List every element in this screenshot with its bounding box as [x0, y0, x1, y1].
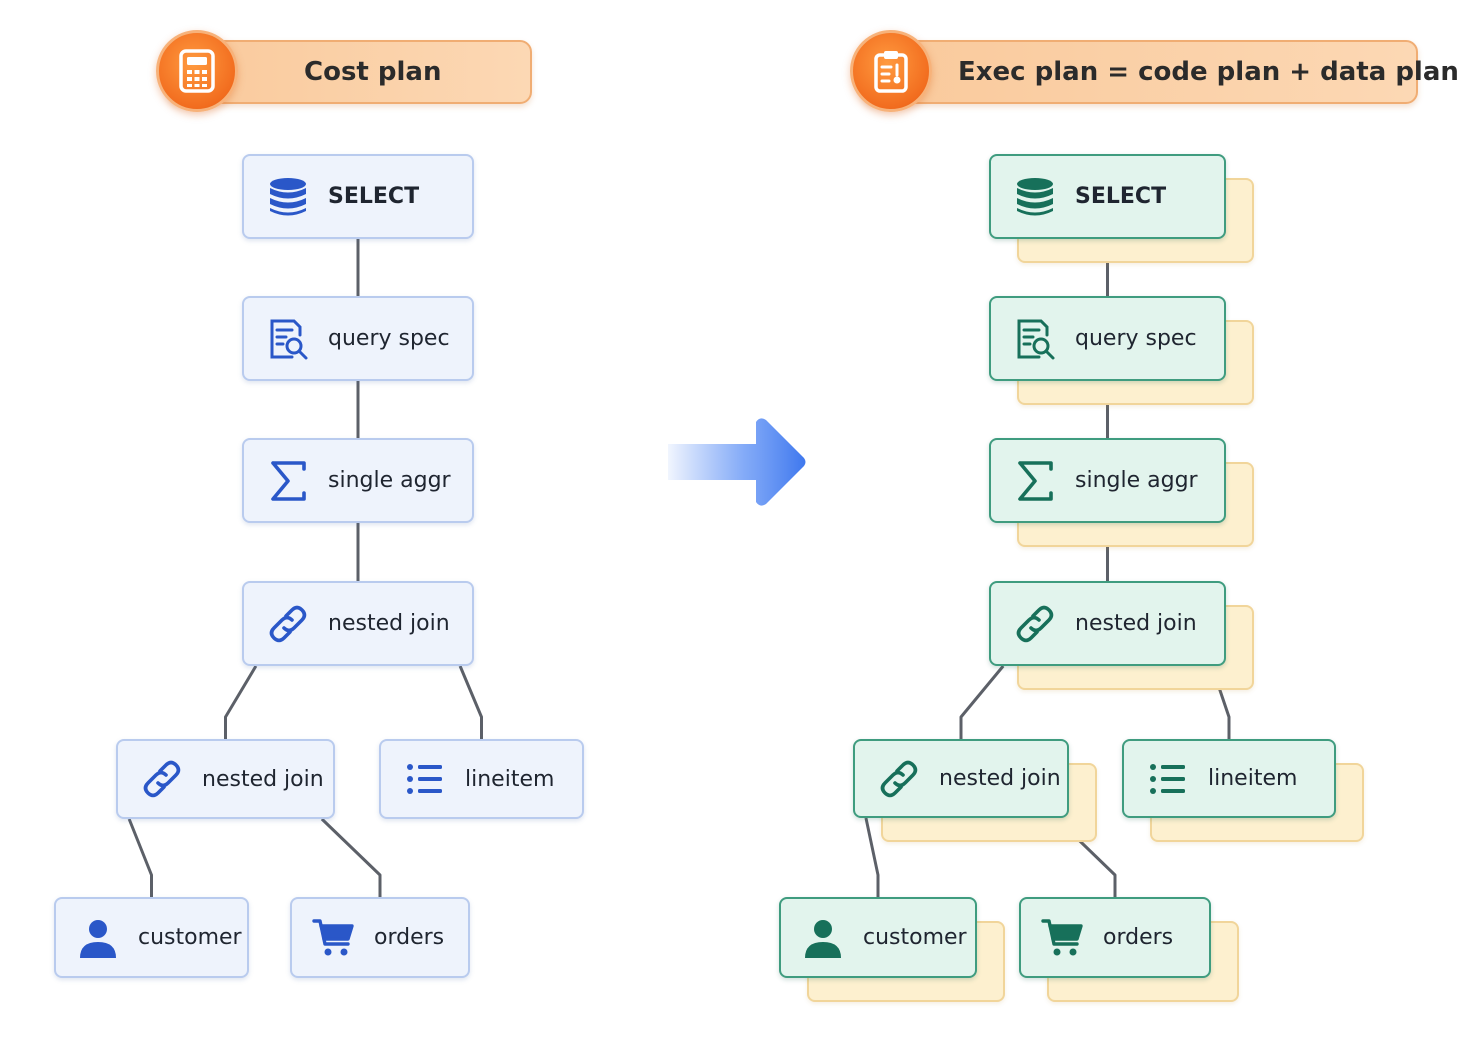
- right-node-query-spec[interactable]: query spec: [989, 296, 1226, 381]
- left-node-label: customer: [138, 925, 242, 950]
- user-icon: [801, 916, 845, 960]
- left-edge-nested-join-top-to-lineitem: [458, 665, 483, 739]
- list-icon: [403, 757, 447, 801]
- left-node-single-aggr[interactable]: single aggr: [242, 438, 474, 523]
- right-node-label: lineitem: [1208, 766, 1298, 791]
- right-node-lineitem[interactable]: lineitem: [1122, 739, 1336, 818]
- cost-plan-title: Cost plan: [304, 57, 442, 87]
- right-node-customer[interactable]: customer: [779, 897, 977, 978]
- link-icon: [140, 757, 184, 801]
- left-node-label: nested join: [202, 766, 324, 792]
- document-search-icon: [1013, 317, 1057, 361]
- link-icon: [266, 602, 310, 646]
- left-node-label: query spec: [328, 326, 450, 351]
- cart-icon: [1041, 916, 1085, 960]
- right-node-single-aggr[interactable]: single aggr: [989, 438, 1226, 523]
- calculator-icon: [156, 30, 238, 112]
- left-node-label: single aggr: [328, 468, 451, 493]
- left-edge-nested-join-inner-to-customer: [127, 818, 153, 897]
- left-node-orders[interactable]: orders: [290, 897, 470, 978]
- link-icon: [1013, 602, 1057, 646]
- exec-plan-header: Exec plan = code plan + data plan: [862, 40, 1459, 104]
- left-node-customer[interactable]: customer: [54, 897, 249, 978]
- right-node-label: nested join: [1075, 611, 1197, 636]
- document-search-icon: [266, 317, 310, 361]
- right-node-label: single aggr: [1075, 468, 1198, 493]
- left-node-label: nested join: [328, 611, 450, 636]
- left-node-nested-join-top[interactable]: nested join: [242, 581, 474, 666]
- sigma-icon: [266, 459, 310, 503]
- database-icon: [266, 175, 310, 219]
- clipboard-icon: [850, 30, 932, 112]
- right-node-label: query spec: [1075, 326, 1197, 351]
- left-node-nested-join-inner[interactable]: nested join: [116, 739, 335, 819]
- right-node-label: SELECT: [1075, 184, 1167, 209]
- right-edge-nested-join-top-to-nested-join-inner: [959, 665, 1005, 739]
- left-node-label: SELECT: [328, 184, 420, 209]
- right-node-select[interactable]: SELECT: [989, 154, 1226, 239]
- exec-plan-title: Exec plan = code plan + data plan: [958, 57, 1459, 87]
- left-node-select[interactable]: SELECT: [242, 154, 474, 239]
- left-node-query-spec[interactable]: query spec: [242, 296, 474, 381]
- right-node-nested-join-top[interactable]: nested join: [989, 581, 1226, 666]
- right-arrow-icon: [668, 418, 806, 506]
- sigma-icon: [1013, 459, 1057, 503]
- right-node-label: nested join: [939, 766, 1061, 791]
- right-edge-nested-join-inner-to-customer: [864, 817, 880, 897]
- database-icon: [1013, 175, 1057, 219]
- left-node-lineitem[interactable]: lineitem: [379, 739, 584, 819]
- right-node-orders[interactable]: orders: [1019, 897, 1211, 978]
- cart-icon: [312, 916, 356, 960]
- right-node-nested-join-inner[interactable]: nested join: [853, 739, 1069, 818]
- left-edge-nested-join-top-to-nested-join-inner: [224, 665, 258, 739]
- right-node-label: orders: [1103, 925, 1174, 950]
- link-icon: [877, 757, 921, 801]
- left-node-label: lineitem: [465, 766, 555, 792]
- left-edge-nested-join-inner-to-orders: [320, 817, 382, 897]
- left-node-label: orders: [374, 925, 445, 950]
- user-icon: [76, 916, 120, 960]
- list-icon: [1146, 757, 1190, 801]
- right-node-label: customer: [863, 925, 967, 950]
